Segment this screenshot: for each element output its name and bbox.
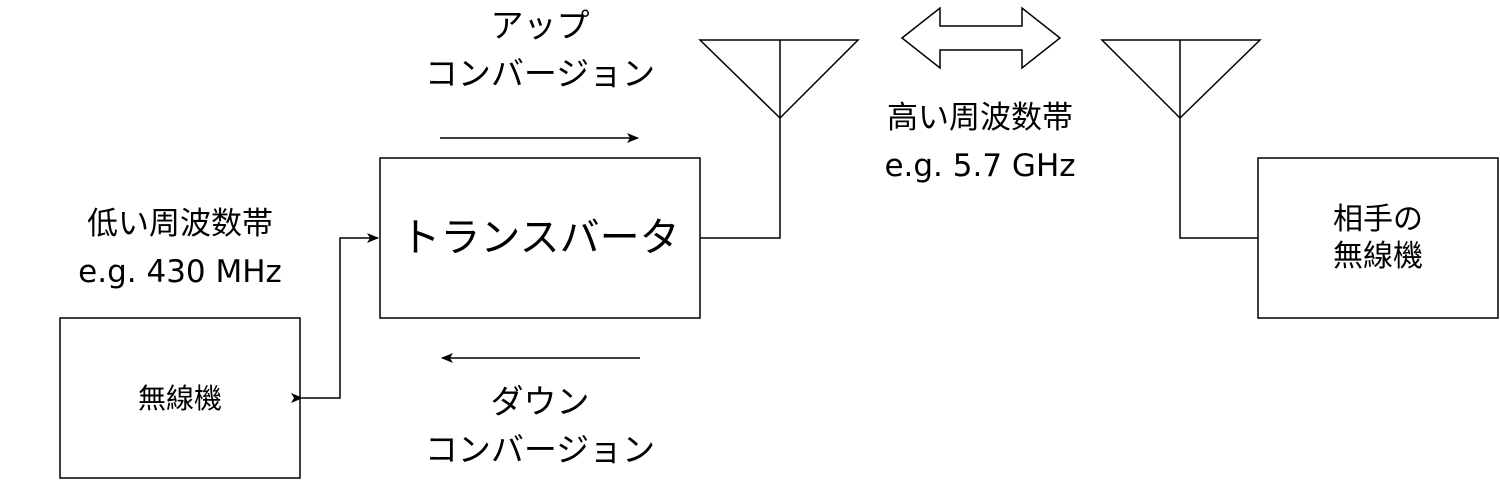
transverter-label: トランスバータ (380, 158, 700, 318)
radio-transverter-link (291, 233, 379, 403)
remote-radio-line1: 相手の (1333, 201, 1423, 237)
low-band-label: 低い周波数帯 e.g. 430 MHz (40, 200, 320, 296)
high-band-line2: e.g. 5.7 GHz (884, 148, 1076, 184)
downconversion-line2: コンバージョン (424, 430, 656, 469)
upconversion-line1: アップ (490, 6, 590, 45)
transverter-antenna-feed (700, 118, 781, 239)
upconversion-line2: コンバージョン (424, 54, 656, 93)
downconversion-line1: ダウン (490, 382, 590, 421)
high-band-label: 高い周波数帯 e.g. 5.7 GHz (840, 94, 1120, 190)
remote-antenna-feed (1179, 118, 1258, 239)
remote-radio-line2: 無線機 (1333, 239, 1423, 274)
antenna-left-icon (698, 39, 860, 120)
remote-radio-label: 相手の 無線機 (1258, 158, 1498, 318)
antenna-right-icon (1100, 39, 1262, 120)
transverter-label-text: トランスバータ (400, 215, 680, 261)
upconversion-label: アップ コンバージョン (380, 2, 700, 98)
high-band-line1: 高い周波数帯 (887, 100, 1073, 136)
low-band-line1: 低い周波数帯 (87, 206, 273, 242)
radio-label: 無線機 (60, 318, 300, 478)
radio-link-double-arrow (900, 6, 1062, 70)
downconversion-label: ダウン コンバージョン (380, 378, 700, 474)
low-band-line2: e.g. 430 MHz (78, 254, 282, 290)
radio-label-text: 無線機 (137, 381, 222, 415)
